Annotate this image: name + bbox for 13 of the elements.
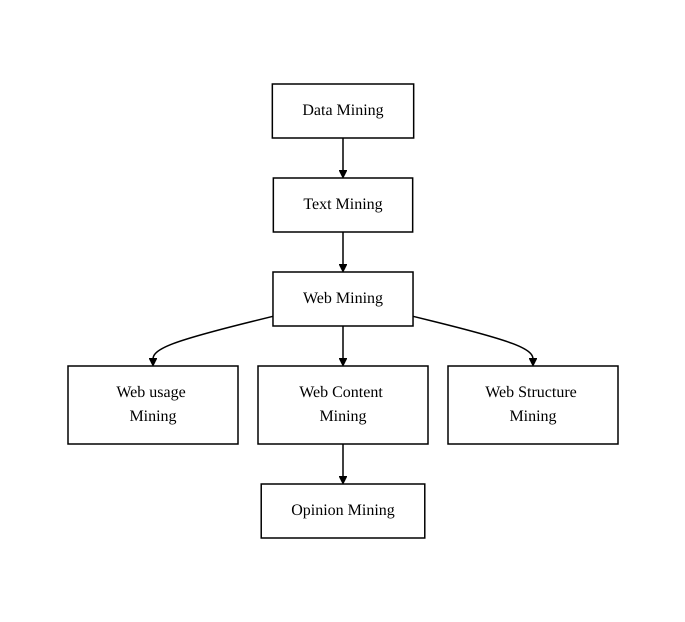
arrow xyxy=(338,444,347,484)
node-box: Web Structure Mining xyxy=(446,365,618,445)
node-box: Web Content Mining xyxy=(256,365,428,445)
node-box: Web Mining xyxy=(272,271,414,327)
node-box: Web usage Mining xyxy=(66,365,238,445)
node-box: Data Mining xyxy=(271,83,414,139)
arrow xyxy=(148,316,273,366)
node-box: Opinion Mining xyxy=(260,483,426,539)
arrow xyxy=(338,232,347,272)
arrow xyxy=(412,316,537,366)
arrow xyxy=(338,138,347,178)
arrow xyxy=(338,326,347,366)
node-box: Text Mining xyxy=(272,177,413,233)
